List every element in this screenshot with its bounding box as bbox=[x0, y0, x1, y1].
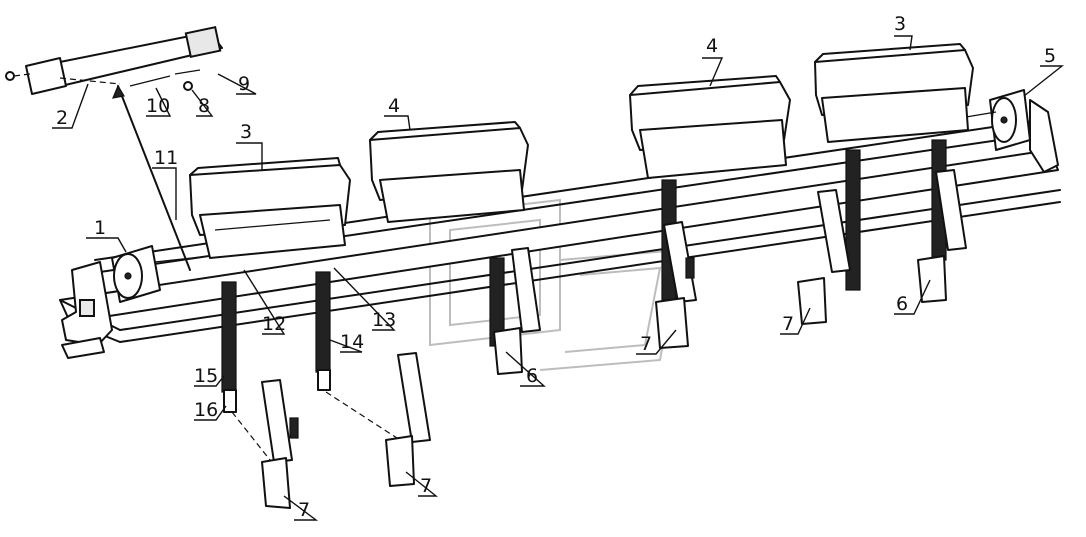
callout-label: 12 bbox=[262, 313, 286, 335]
callout-15: 15 bbox=[194, 365, 225, 387]
callout-label: 15 bbox=[194, 365, 218, 387]
callout-7c: 7 bbox=[636, 329, 677, 355]
callout-3b: 3 bbox=[894, 13, 913, 51]
callout-label: 7 bbox=[782, 313, 794, 335]
callout-7d: 7 bbox=[780, 307, 811, 335]
callout-label: 10 bbox=[146, 95, 170, 117]
callout-label: 7 bbox=[298, 499, 310, 521]
callout-4a: 4 bbox=[384, 95, 411, 131]
main-frame bbox=[59, 99, 1061, 359]
callout-6b: 6 bbox=[894, 279, 931, 315]
callout-12: 12 bbox=[243, 269, 286, 335]
seed-hopper-4 bbox=[814, 43, 974, 143]
callout-1: 1 bbox=[86, 217, 127, 253]
callout-9: 9 bbox=[217, 73, 257, 95]
callout-label: 4 bbox=[706, 35, 718, 57]
callout-label: 11 bbox=[154, 147, 178, 169]
seed-hopper-3 bbox=[629, 75, 791, 179]
opener-assembly-6 bbox=[917, 169, 967, 303]
callout-label: 5 bbox=[1044, 45, 1056, 67]
opener-assembly-4 bbox=[655, 221, 697, 349]
callout-8: 8 bbox=[191, 89, 214, 117]
callout-label: 7 bbox=[640, 333, 652, 355]
callout-7a: 7 bbox=[283, 495, 319, 521]
callout-label: 3 bbox=[894, 13, 906, 35]
callout-3a: 3 bbox=[236, 121, 263, 170]
opener-assembly-5 bbox=[797, 189, 851, 325]
seed-hopper-2 bbox=[369, 121, 529, 223]
seed-tubes bbox=[221, 139, 947, 461]
callout-label: 13 bbox=[372, 309, 396, 331]
callout-7b: 7 bbox=[405, 471, 438, 497]
callout-16: 16 bbox=[194, 399, 227, 421]
callout-label: 1 bbox=[94, 217, 106, 239]
callout-14: 14 bbox=[329, 331, 364, 353]
callout-label: 16 bbox=[194, 399, 218, 421]
callout-label: 2 bbox=[56, 107, 68, 129]
opener-assembly-2 bbox=[385, 352, 431, 487]
seed-hopper-1 bbox=[189, 157, 351, 259]
left-drive-housing bbox=[111, 245, 211, 303]
callout-10: 10 bbox=[146, 87, 172, 117]
callout-6a: 6 bbox=[505, 351, 546, 387]
right-drive-housing bbox=[959, 89, 1031, 151]
callout-label: 8 bbox=[198, 95, 210, 117]
callout-4b: 4 bbox=[702, 35, 724, 87]
callout-label: 3 bbox=[240, 121, 252, 143]
callout-5: 5 bbox=[1023, 45, 1065, 97]
callout-label: 6 bbox=[526, 365, 538, 387]
callout-label: 6 bbox=[896, 293, 908, 315]
callout-11: 11 bbox=[152, 147, 178, 220]
callout-2: 2 bbox=[52, 83, 89, 129]
callout-label: 4 bbox=[388, 95, 400, 117]
callout-13: 13 bbox=[333, 267, 396, 331]
opener-assembly-1 bbox=[261, 379, 299, 509]
shaft-assembly bbox=[5, 25, 223, 271]
callout-label: 7 bbox=[420, 475, 432, 497]
callout-label: 14 bbox=[340, 331, 364, 353]
callout-label: 9 bbox=[238, 73, 250, 95]
opener-assembly-3 bbox=[493, 247, 541, 375]
